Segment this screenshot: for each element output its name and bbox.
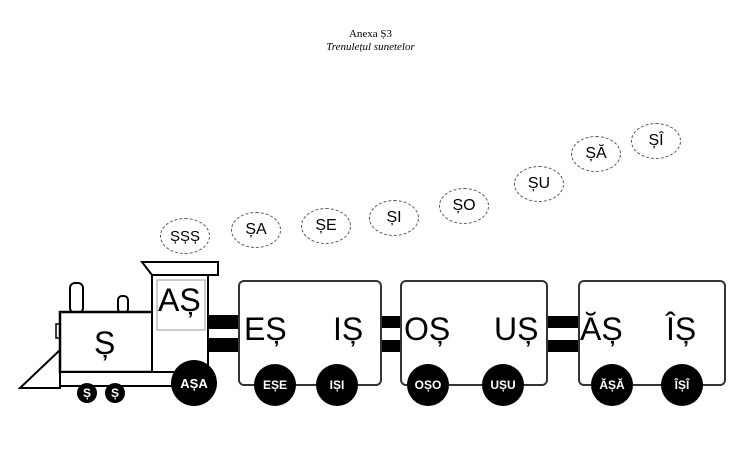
wagon-syllable: ÎȘ — [666, 311, 697, 347]
locomotive-small-wheel: Ș — [105, 383, 125, 403]
wagon-syllable: UȘ — [494, 311, 539, 347]
smoke-cloud: ȘU — [514, 166, 564, 202]
smoke-cloud: ȘO — [439, 188, 489, 224]
coupler — [545, 316, 579, 328]
wagon-wheel: ĂȘĂ — [591, 364, 633, 406]
wagon-syllable: EȘ — [244, 311, 287, 347]
wagon-wheel: OȘO — [407, 364, 449, 406]
subtitle: Trenulețul sunetelor — [326, 41, 415, 53]
smoke-cloud: ȘĂ — [571, 136, 621, 172]
wagon-wheel: EȘE — [254, 364, 296, 406]
wagon-syllable: OȘ — [404, 311, 451, 347]
coupler — [545, 340, 579, 352]
coupler — [378, 316, 402, 328]
coupler — [208, 338, 240, 352]
smoke-cloud: ȘA — [231, 212, 281, 248]
coupler — [378, 340, 402, 352]
smoke-cloud: ȘȘȘ — [160, 218, 210, 254]
coupler — [208, 315, 240, 329]
locomotive-cab-syllable: AȘ — [158, 282, 201, 318]
title: Anexa Ș3 — [348, 28, 393, 40]
smoke-cloud: ȘE — [301, 208, 351, 244]
wagon-wheel: UȘU — [482, 364, 524, 406]
wagon-wheel: IȘI — [316, 364, 358, 406]
wagon-2 — [400, 280, 548, 386]
wagon-syllable: ĂȘ — [580, 311, 623, 347]
locomotive-small-wheel: Ș — [77, 383, 97, 403]
smoke-cloud: ȘÎ — [631, 123, 681, 159]
smoke-cloud: ȘI — [369, 200, 419, 236]
wagon-wheel: ÎȘÎ — [661, 364, 703, 406]
locomotive-big-wheel: AȘA — [171, 360, 217, 406]
locomotive-letter: Ș — [94, 325, 116, 361]
wagon-syllable: IȘ — [333, 311, 364, 347]
